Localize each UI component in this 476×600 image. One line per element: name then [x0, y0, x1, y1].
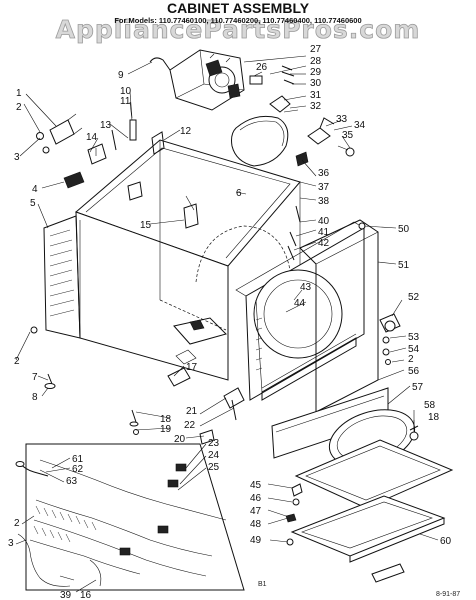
right-side-hardware	[287, 205, 401, 365]
callout-13: 13	[100, 120, 112, 131]
callout-37: 37	[318, 182, 330, 193]
lower-brackets	[133, 367, 245, 445]
callout-21: 21	[186, 406, 198, 417]
callout-1: 1	[16, 88, 22, 99]
callout-24: 24	[208, 450, 220, 461]
callout-54: 54	[408, 344, 420, 355]
callout-58: 58	[424, 400, 436, 411]
callout-2-lower: 2	[14, 356, 20, 367]
callout-5: 5	[30, 198, 36, 209]
callout-32: 32	[310, 101, 322, 112]
callout-22: 22	[184, 420, 196, 431]
callout-57: 57	[412, 382, 424, 393]
callout-45: 45	[250, 480, 262, 491]
leveling-legs	[44, 373, 139, 427]
callout-19: 19	[160, 424, 172, 435]
callout-38: 38	[318, 196, 330, 207]
motor-assembly	[149, 49, 299, 113]
callout-52: 52	[408, 292, 420, 303]
callout-41: 41	[318, 227, 330, 238]
callout-40: 40	[318, 216, 330, 227]
callout-8: 8	[32, 392, 38, 403]
callout-34: 34	[354, 120, 366, 131]
callout-48: 48	[250, 519, 262, 530]
models-line: For Models: 110.77460100, 110.77460200, …	[114, 16, 361, 25]
callout-31: 31	[310, 90, 322, 101]
callout-30: 30	[310, 78, 322, 89]
callout-56: 56	[408, 366, 420, 377]
callout-20: 20	[174, 434, 186, 445]
callout-61: 61	[72, 454, 84, 465]
callout-63: 63	[66, 476, 78, 487]
callout-15: 15	[140, 220, 152, 231]
callout-16: 16	[80, 590, 92, 600]
callout-11: 11	[120, 96, 131, 107]
callout-7: 7	[32, 372, 38, 383]
callout-2: 2	[16, 102, 22, 113]
callout-12: 12	[180, 126, 192, 137]
callout-39: 39	[60, 590, 72, 600]
callout-28: 28	[310, 56, 322, 67]
callout-2-right: 2	[408, 354, 414, 365]
callout-10: 10	[120, 86, 132, 97]
callout-33: 33	[336, 114, 348, 125]
callout-42: 42	[318, 238, 330, 249]
callout-47: 47	[250, 506, 262, 517]
callout-26: 26	[256, 62, 268, 73]
callout-3-harness: 3	[8, 538, 14, 549]
footer-left: B1	[258, 581, 267, 588]
wiring-harness	[15, 443, 245, 591]
upper-left-hardware	[36, 113, 165, 189]
callout-50: 50	[398, 224, 410, 235]
leader-lines	[15, 55, 439, 593]
callout-9: 9	[118, 70, 124, 81]
callout-17: 17	[186, 362, 198, 373]
door-assembly	[285, 409, 454, 583]
callout-4: 4	[32, 184, 38, 195]
callout-3: 3	[14, 152, 20, 163]
callout-36: 36	[318, 168, 330, 179]
callout-53: 53	[408, 332, 420, 343]
callout-25: 25	[208, 462, 220, 473]
footer-right: 8-91-87	[436, 591, 460, 598]
callout-60: 60	[440, 536, 452, 547]
upper-right-hardware	[295, 117, 355, 167]
callout-18-right: 18	[428, 412, 440, 423]
callout-29: 29	[310, 67, 322, 78]
callout-51: 51	[398, 260, 410, 271]
left-side-panel	[30, 215, 81, 339]
callout-27: 27	[310, 44, 322, 55]
front-panel	[235, 221, 365, 401]
callout-49: 49	[250, 535, 262, 546]
callout-14: 14	[86, 132, 98, 143]
callout-46: 46	[250, 493, 262, 504]
callout-labels: 1 2 3 4 5 6 7 8 9 10 11 12 13 14 15 16 1…	[8, 44, 452, 600]
diagram-title: CABINET ASSEMBLY	[167, 0, 310, 16]
callout-6: 6	[236, 188, 242, 199]
belt	[231, 115, 289, 167]
callout-44: 44	[294, 298, 306, 309]
callout-18: 18	[160, 414, 172, 425]
callout-35: 35	[342, 130, 354, 141]
callout-2-harness: 2	[14, 518, 20, 529]
callout-23: 23	[208, 438, 220, 449]
watermark: AppliancePartsPros.com	[56, 15, 421, 44]
callout-62: 62	[72, 464, 84, 475]
callout-43: 43	[300, 282, 312, 293]
